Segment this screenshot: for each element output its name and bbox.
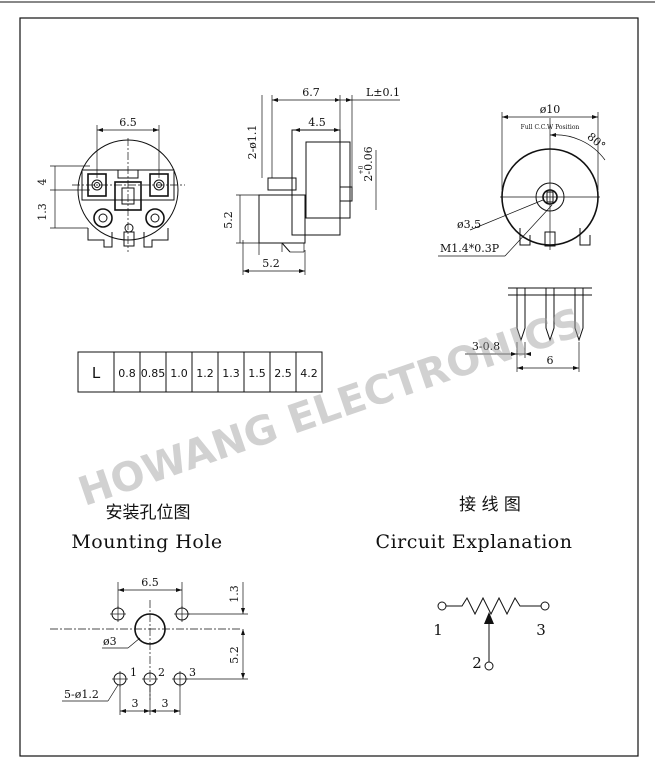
table-value: 1.2	[196, 367, 214, 380]
top-thread: M1.4*0.3P	[440, 242, 500, 255]
table-header: L	[92, 364, 101, 382]
mounting-dim-pitch-b: 3	[162, 697, 169, 710]
top-dim-diameter: ø10	[540, 103, 561, 116]
length-table: L 0.8 0.85 1.0 1.2 1.3 1.5 2.5 4.2	[77, 351, 323, 393]
circuit-title-en: Circuit Explanation	[376, 531, 573, 553]
mounting-dim-center: ø3	[103, 635, 117, 648]
mounting-dim-holes: 5-ø1.2	[64, 688, 99, 701]
side-dim-base: 5.2	[262, 257, 280, 270]
circuit-pin-label-3: 3	[536, 621, 546, 639]
mounting-dim-top: 1.3	[228, 585, 241, 603]
table-value: 4.2	[300, 367, 318, 380]
table-value: 0.85	[141, 367, 166, 380]
side-dim-shaft: 2-0.06	[362, 146, 375, 181]
front-view: 6.5 4 1.3	[36, 116, 185, 252]
table-value: 1.3	[222, 367, 240, 380]
circuit-title-cn: 接 线 图	[459, 495, 521, 515]
table-cell	[243, 351, 271, 393]
mounting-pin-label-1: 1	[130, 666, 137, 679]
side-dim-body: 4.5	[308, 116, 326, 129]
mounting-pin-label-2: 2	[158, 666, 165, 679]
front-dim-width: 6.5	[119, 116, 137, 129]
side-dim-total: 6.7	[302, 86, 320, 99]
mounting-title-cn: 安装孔位图	[106, 503, 191, 523]
table-value: 0.8	[118, 367, 136, 380]
side-dim-tolerance: L±0.1	[366, 86, 400, 99]
pin-dim-span: 6	[547, 354, 554, 367]
sheet-border	[19, 17, 639, 757]
table-cell	[113, 351, 141, 393]
mounting-dim-width: 6.5	[141, 576, 159, 589]
table-cell	[269, 351, 297, 393]
mounting-dim-pitch-a: 3	[132, 697, 139, 710]
mounting-dim-vert: 5.2	[228, 646, 241, 664]
side-view: 6.7 L±0.1 4.5 2-ø1.1 +0 2-0.06 5.2 5.2	[222, 86, 400, 275]
table-value: 2.5	[274, 367, 292, 380]
mounting-pin-label-3: 3	[189, 666, 196, 679]
pin-dim-pins: 3-0.8	[472, 340, 500, 353]
table-cell	[295, 351, 323, 393]
mounting-title-en: Mounting Hole	[71, 531, 222, 553]
table-value: 1.5	[248, 367, 266, 380]
top-dim-hole: ø3.5	[457, 218, 481, 231]
front-dim-height-low: 1.3	[36, 203, 49, 221]
top-view: ø10 Full C.C.W Position 80° ø3.5 M1.4*0.…	[438, 103, 608, 257]
top-angle: 80°	[585, 130, 608, 152]
watermark: HOWANG ELECTRONICS	[73, 300, 589, 516]
circuit-pin-label-1: 1	[433, 621, 443, 639]
top-full-ccw: Full C.C.W Position	[521, 124, 580, 131]
circuit-explanation: 接 线 图 Circuit Explanation 1 2 3	[376, 495, 573, 672]
side-dim-holes: 2-ø1.1	[246, 125, 259, 160]
front-dim-height-top: 4	[36, 179, 49, 186]
pin-view: 3-0.8 6	[465, 287, 592, 372]
side-dim-height: 5.2	[222, 211, 235, 229]
side-dim-shaft-sup: +0	[358, 165, 365, 174]
table-value: 1.0	[170, 367, 188, 380]
circuit-pin-label-2: 2	[472, 654, 482, 672]
mounting-hole: 安装孔位图 Mounting Hole 1 2 3 6.5 1.3 5.2 ø3	[50, 503, 248, 715]
